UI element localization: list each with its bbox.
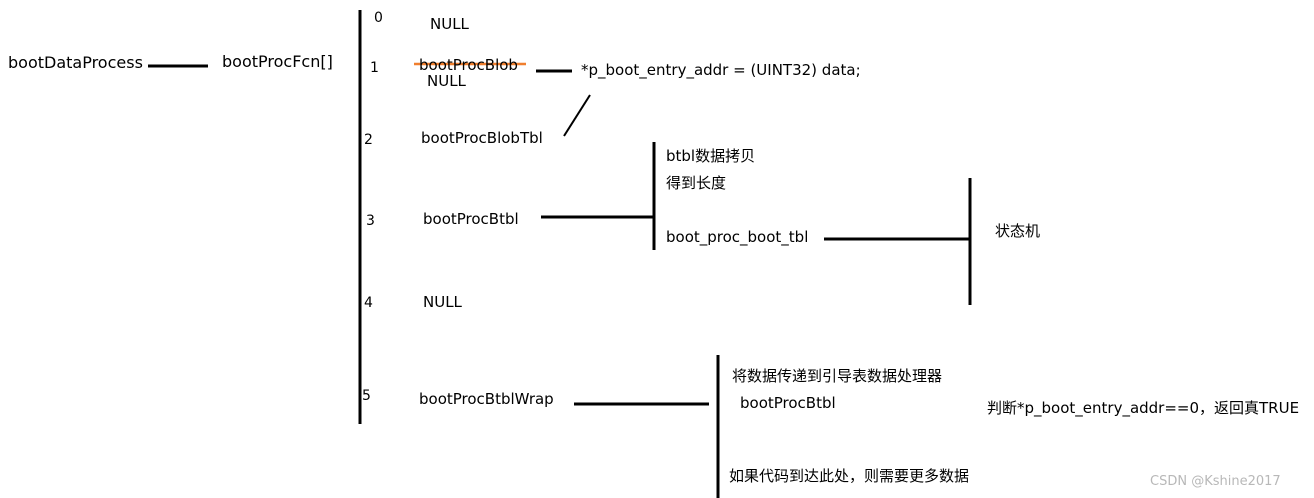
wrap-branch-line1: 将数据传递到引导表数据处理器: [732, 367, 943, 385]
btbl-branch-line1: btbl数据拷贝: [666, 147, 756, 165]
slot-label-0: NULL: [430, 15, 469, 33]
watermark: CSDN @Kshine2017: [1150, 474, 1281, 489]
wrap-branch-call: bootProcBtbl: [740, 394, 836, 412]
slot-index-1: 1: [370, 60, 379, 76]
blobtbl-diagonal-connector: [563, 94, 591, 137]
slot-index-0: 0: [374, 10, 383, 26]
btbl-branch-line2: 得到长度: [666, 174, 727, 192]
root-function-label: bootDataProcess: [8, 53, 143, 72]
slot-label-1-replacement: NULL: [427, 72, 466, 90]
state-machine-label: 状态机: [995, 222, 1041, 240]
btbl-branch-call: boot_proc_boot_tbl: [666, 228, 809, 246]
slot-label-4: NULL: [423, 293, 462, 311]
slot-label-2: bootProcBlobTbl: [421, 129, 543, 147]
slot-index-4: 4: [364, 295, 373, 311]
slot-label-5: bootProcBtblWrap: [419, 390, 554, 408]
slot-index-3: 3: [366, 213, 375, 229]
wrap-branch-note: 判断*p_boot_entry_addr==0，返回真TRUE: [987, 399, 1300, 417]
slot-index-5: 5: [362, 388, 371, 404]
slot-label-3: bootProcBtbl: [423, 210, 519, 228]
function-table-label: bootProcFcn[]: [222, 52, 333, 71]
slot-label-1-struck: bootProcBlob: [419, 56, 518, 74]
wrap-branch-line3: 如果代码到达此处，则需要更多数据: [729, 467, 970, 485]
slot-index-2: 2: [364, 132, 373, 148]
blob-note: *p_boot_entry_addr = (UINT32) data;: [581, 61, 861, 79]
